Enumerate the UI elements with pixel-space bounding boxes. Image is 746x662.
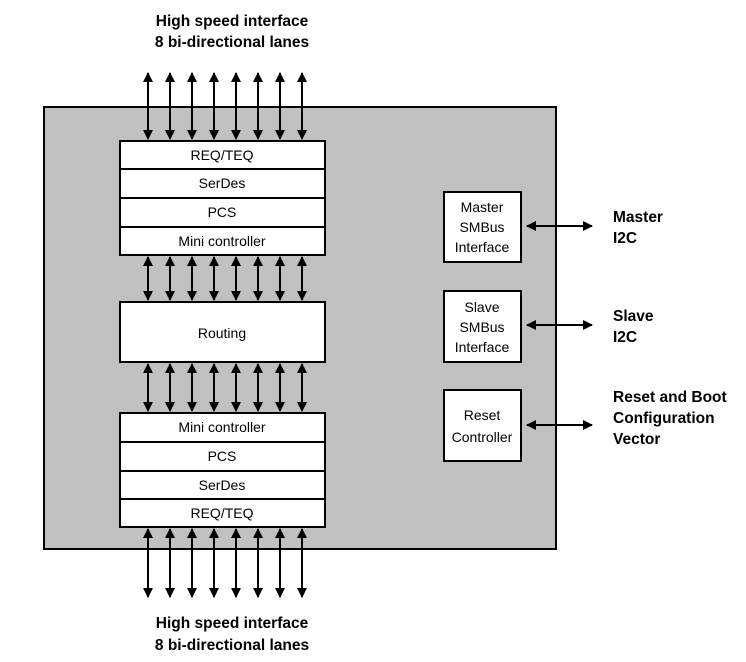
top-pcs-block <box>119 197 326 228</box>
routing-block <box>119 301 326 363</box>
reset-controller-line1: Reset <box>464 407 501 423</box>
slave-smbus-line3: Interface <box>455 339 510 355</box>
top-pcs-label: PCS <box>208 204 237 220</box>
top-serdes-label: SerDes <box>199 175 246 191</box>
master-i2c-label-line2: I2C <box>613 230 637 247</box>
reset-controller-block <box>443 389 522 462</box>
slave-i2c-label-line1: Slave <box>613 308 654 325</box>
reset-vector-label-line1: Reset and Boot <box>613 389 727 406</box>
slave-smbus-block <box>443 290 522 363</box>
slave-smbus-line1: Slave <box>464 299 499 315</box>
master-smbus-line2: SMBus <box>459 219 504 235</box>
top-lane-arrows <box>143 72 307 140</box>
routing-label: Routing <box>198 325 246 341</box>
bottom-interface-label-line1: High speed interface <box>156 615 309 632</box>
slave-smbus-line2: SMBus <box>459 319 504 335</box>
bottom-mini-controller-block <box>119 412 326 443</box>
master-smbus-line3: Interface <box>455 239 510 255</box>
top-reqteq-label: REQ/TEQ <box>190 147 253 163</box>
bottom-mini-controller-label: Mini controller <box>178 419 265 435</box>
bottom-pcs-block <box>119 441 326 472</box>
bottom-reqteq-block <box>119 498 326 528</box>
reset-vector-label-line3: Vector <box>613 431 660 448</box>
bottom-reqteq-label: REQ/TEQ <box>190 505 253 521</box>
lower-routing-arrows <box>143 363 307 412</box>
top-interface-label-line2: 8 bi-directional lanes <box>155 34 309 51</box>
top-reqteq-block <box>119 140 326 170</box>
slave-i2c-label-line2: I2C <box>613 329 637 346</box>
top-mini-controller-block <box>119 226 326 256</box>
reset-vector-label-line2: Configuration <box>613 410 715 427</box>
bottom-serdes-block <box>119 470 326 500</box>
top-mini-controller-label: Mini controller <box>178 233 265 249</box>
bottom-lane-arrows <box>143 528 307 598</box>
bottom-pcs-label: PCS <box>208 448 237 464</box>
bottom-lane-stack: Mini controller PCS SerDes REQ/TEQ <box>119 412 326 528</box>
upper-routing-arrows <box>143 256 307 301</box>
bottom-interface-label-line2: 8 bi-directional lanes <box>155 637 309 654</box>
master-smbus-block <box>443 191 522 263</box>
bottom-serdes-label: SerDes <box>199 477 246 493</box>
top-lane-stack: REQ/TEQ SerDes PCS Mini controller <box>119 140 326 256</box>
top-interface-label-line1: High speed interface <box>156 13 309 30</box>
master-i2c-label-line1: Master <box>613 209 663 226</box>
reset-controller-line2: Controller <box>452 429 513 445</box>
master-smbus-line1: Master <box>461 199 504 215</box>
